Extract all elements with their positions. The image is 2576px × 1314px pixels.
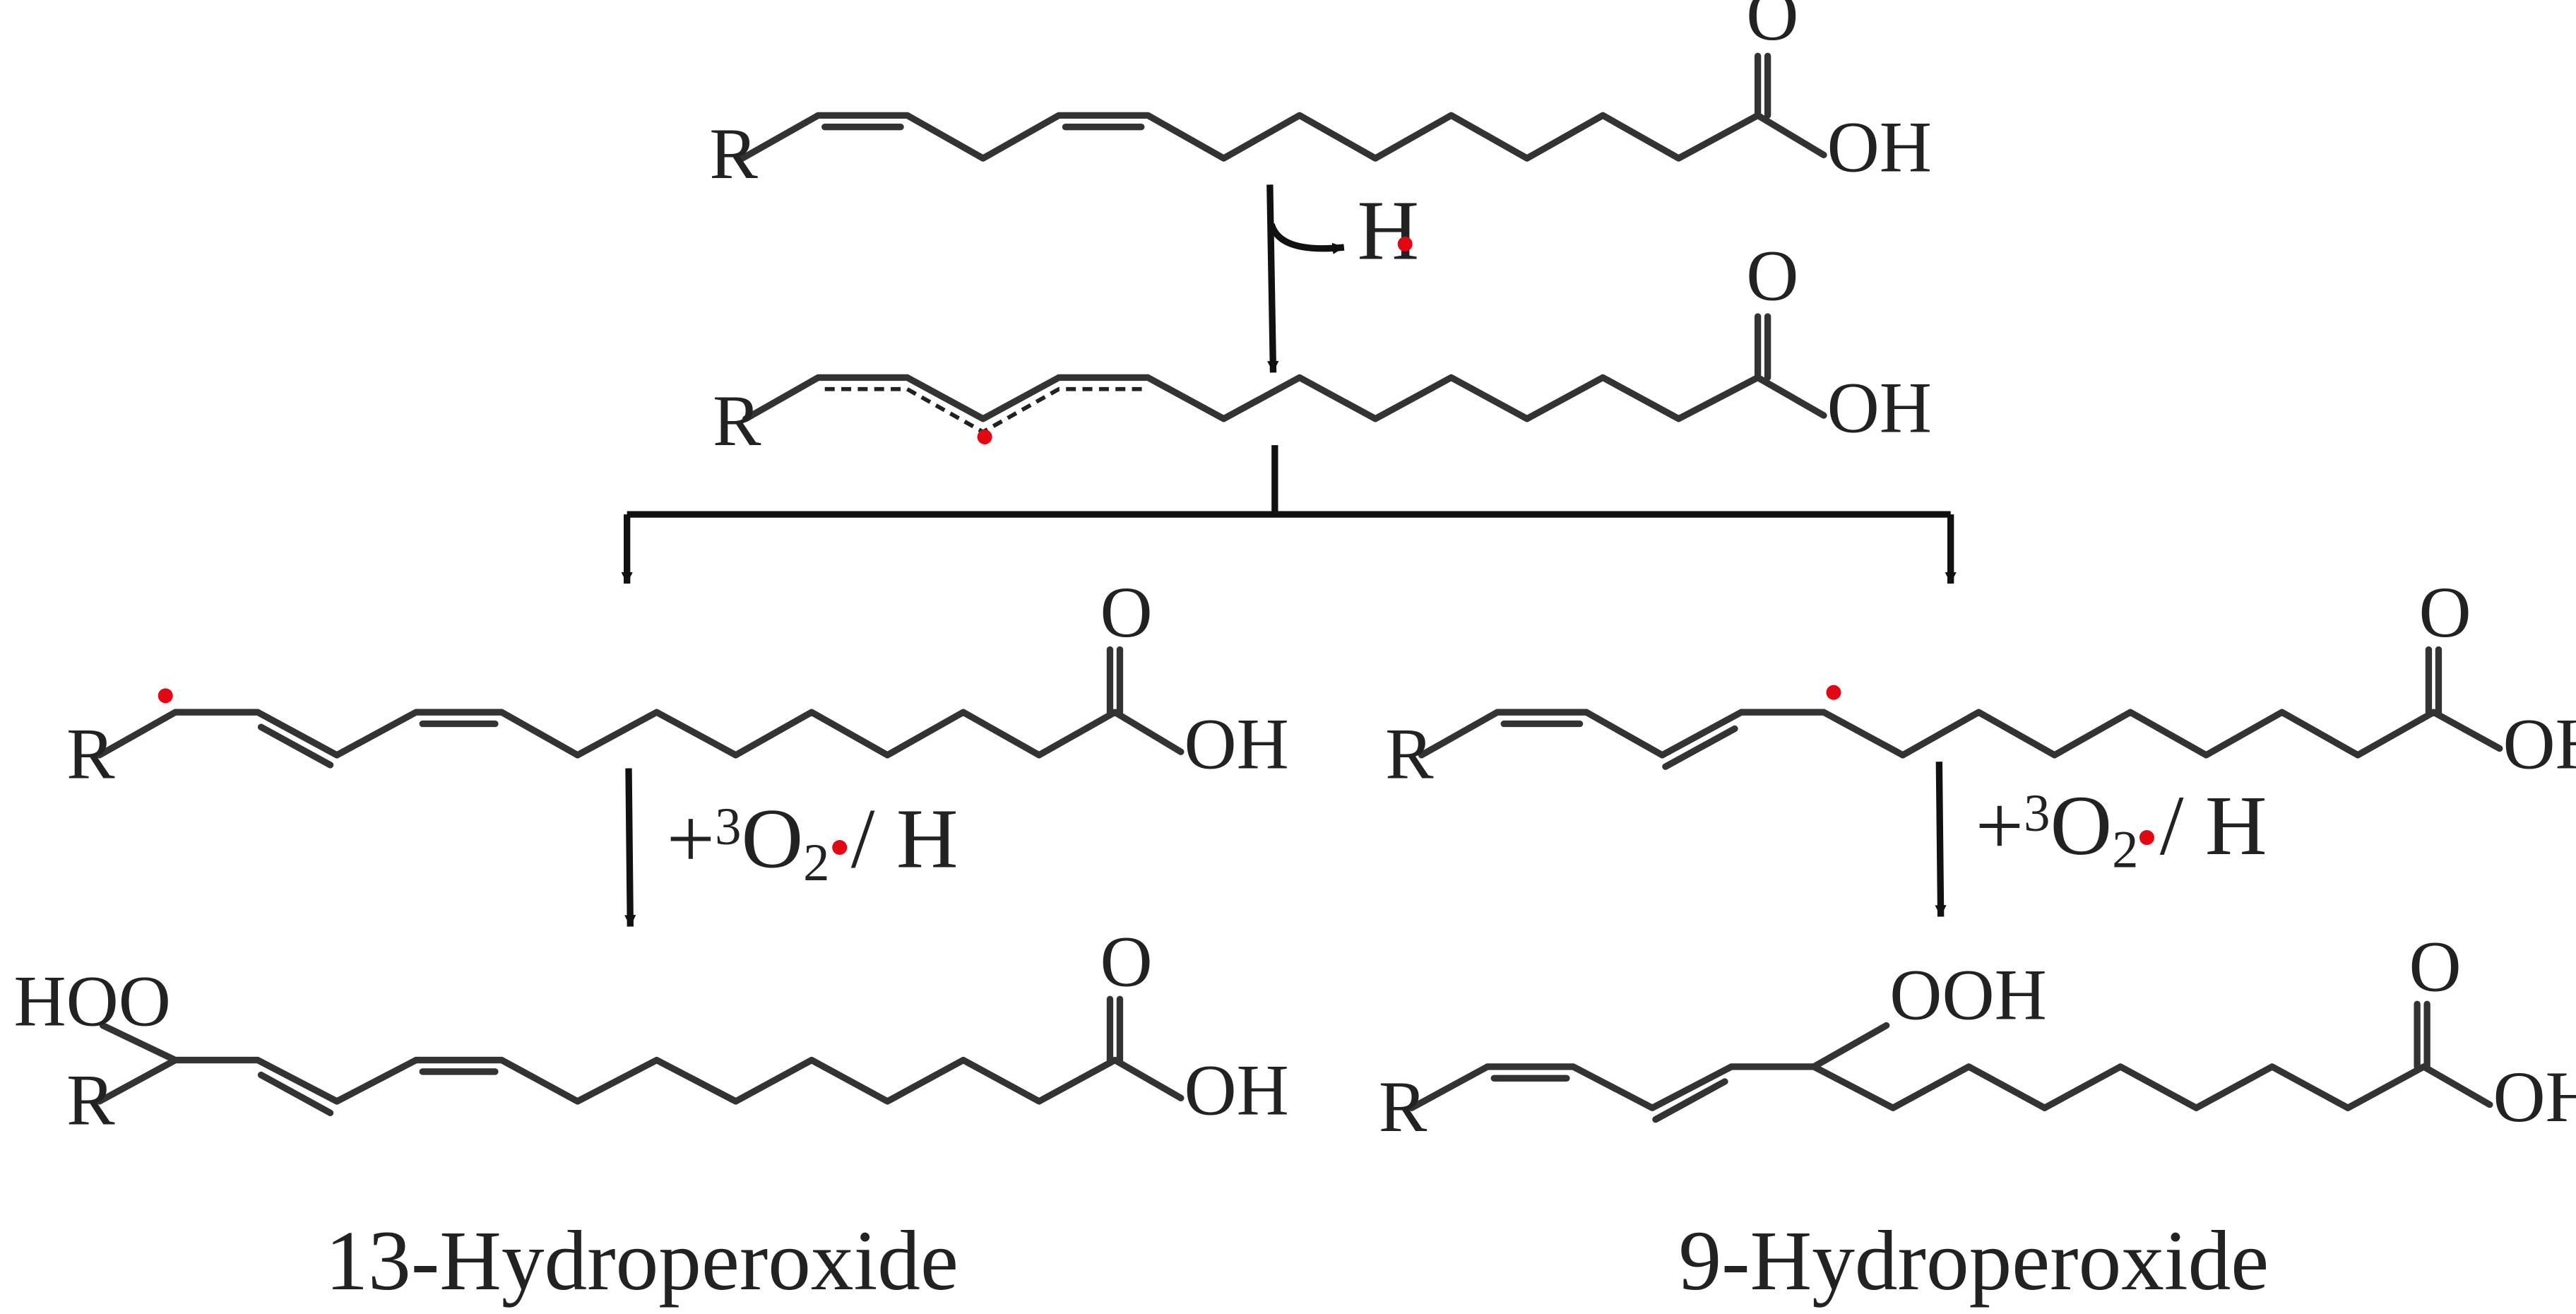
radical-dot-icon [832, 840, 848, 856]
r-group-label: R [1379, 1067, 1428, 1147]
carbonyl-o-label: O [2418, 573, 2471, 653]
molecule-5-skeleton [96, 995, 1185, 1105]
abstraction-curved-arrow [1268, 223, 1345, 254]
left-product-caption: 13-Hydroperoxide [325, 1214, 958, 1308]
hydroxyl-label: OH [1184, 1051, 1288, 1131]
r-group-label: R [66, 715, 115, 795]
molecule-4-double-bonds [1500, 720, 1738, 770]
hydroperoxy-label: HOO [14, 962, 171, 1042]
r-group-label: R [709, 114, 758, 194]
oxygenation-left-arrow [624, 768, 636, 927]
molecule-6-double-bonds [1490, 1075, 1728, 1123]
oxygenation-right-arrow [1935, 762, 1947, 917]
carbonyl-o-label: O [1100, 573, 1152, 653]
oxygenation-reagent-label: +3O2 / H [667, 792, 958, 893]
right-product-caption: 9-Hydroperoxide [1679, 1214, 2269, 1308]
r-group-label: R [66, 1061, 115, 1141]
carbonyl-o-label: O [1746, 237, 1798, 316]
molecule-2-skeleton [742, 313, 1827, 422]
molecule-6-skeleton [1408, 1000, 2493, 1111]
oxygenation-step-left: +3O2 / H [624, 768, 958, 927]
molecule-3-skeleton [96, 646, 1185, 759]
9-hydroperoxide-molecule: OOH R O OH [1379, 928, 2576, 1147]
radical-dot-icon [1826, 685, 1841, 700]
linoleic-acid-molecule: R O OH [709, 0, 1932, 194]
13-hydroperoxide-molecule: HOO R O OH [14, 923, 1289, 1141]
molecule-5-double-bonds [257, 1068, 499, 1116]
radical-dot-icon [1397, 236, 1413, 251]
molecule-3-double-bonds [257, 720, 499, 769]
hydroperoxy-label: OOH [1889, 955, 2046, 1035]
c9-radical-molecule: R O OH [1385, 573, 2576, 795]
r-group-label: R [713, 381, 761, 461]
hydroxyl-label: OH [1827, 368, 1932, 448]
molecule-1-skeleton [739, 52, 1827, 162]
pentadienyl-radical-molecule: R O OH [713, 237, 1932, 461]
hydrogen-radical-label: H [1358, 183, 1420, 278]
carbonyl-o-label: O [1746, 0, 1798, 56]
hydroxyl-label: OH [1184, 705, 1288, 785]
molecule-4-skeleton [1418, 646, 2503, 759]
hydroxyl-label: OH [1827, 108, 1932, 188]
r-group-label: R [1385, 715, 1434, 795]
radical-dot-icon [2139, 830, 2154, 846]
hydroxyl-label: OH [2493, 1058, 2576, 1137]
delocalized-bond-dashes [824, 386, 1148, 434]
hydroxyl-label: OH [2503, 705, 2576, 785]
radical-dot-icon [158, 688, 173, 704]
radical-dot-icon [977, 429, 992, 444]
oxygenation-step-right: +3O2 / H [1935, 762, 2267, 917]
hydrogen-abstraction-step: H [1266, 183, 1420, 373]
branching-arrows [621, 445, 1957, 584]
carbonyl-o-label: O [2409, 928, 2461, 1007]
c13-radical-molecule: R O OH [66, 573, 1289, 795]
carbonyl-o-label: O [1100, 923, 1152, 1002]
step-1-arrow [1266, 184, 1279, 373]
oxygenation-reagent-label: +3O2 / H [1976, 779, 2267, 880]
